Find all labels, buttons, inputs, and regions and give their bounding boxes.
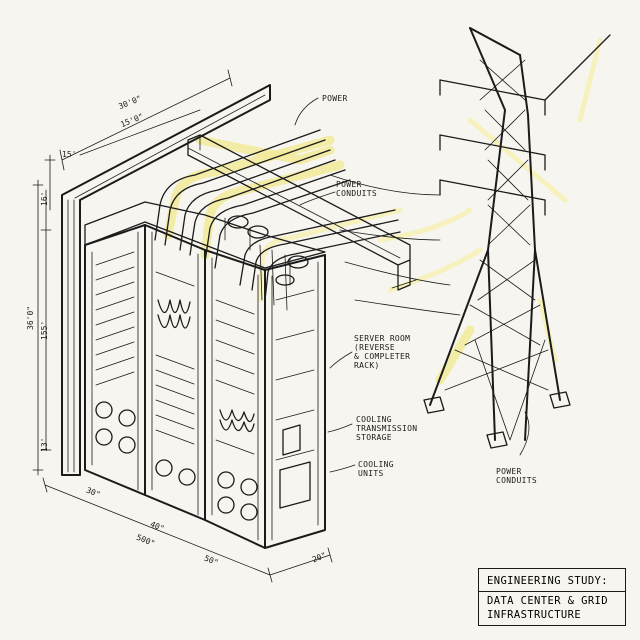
conduit-highlights (163, 37, 603, 385)
transmission-tower (329, 27, 611, 449)
title-divider (479, 591, 625, 592)
dim-left-upper: 16' (40, 191, 49, 206)
title-line-1: ENGINEERING STUDY: (487, 575, 608, 587)
leader-lines (294, 97, 530, 473)
dim-left-overall: 36'0" (26, 305, 35, 330)
dim-left-low: 13' (40, 437, 49, 452)
dim-left-small: 15' (62, 150, 77, 159)
rack-cable-loops (157, 299, 255, 433)
label-cooling-units: COOLING UNITS (358, 460, 394, 478)
title-line-3: INFRASTRUCTURE (487, 609, 582, 621)
label-cooling-transmission: COOLING TRANSMISSION STORAGE (356, 415, 418, 442)
rack-fans (95, 401, 258, 521)
server-racks (84, 201, 326, 549)
back-wall (61, 84, 271, 476)
title-line-2: DATA CENTER & GRID (487, 595, 608, 607)
label-power-conduits-bottom: POWER CONDUITS (496, 467, 537, 485)
tower-insulators (439, 79, 546, 216)
label-server-room: SERVER ROOM (REVERSE & COMPLETER RACK) (354, 334, 411, 370)
label-power: POWER (322, 94, 348, 103)
label-power-conduits-top: POWER CONDUITS (336, 180, 377, 198)
conduit-bundle (154, 129, 401, 311)
dimension-lines (32, 69, 333, 583)
dim-left-mid: 155' (40, 320, 49, 340)
transmission-lines (329, 174, 461, 316)
tower-footings (423, 391, 571, 449)
title-block: ENGINEERING STUDY: DATA CENTER & GRID IN… (478, 568, 626, 626)
